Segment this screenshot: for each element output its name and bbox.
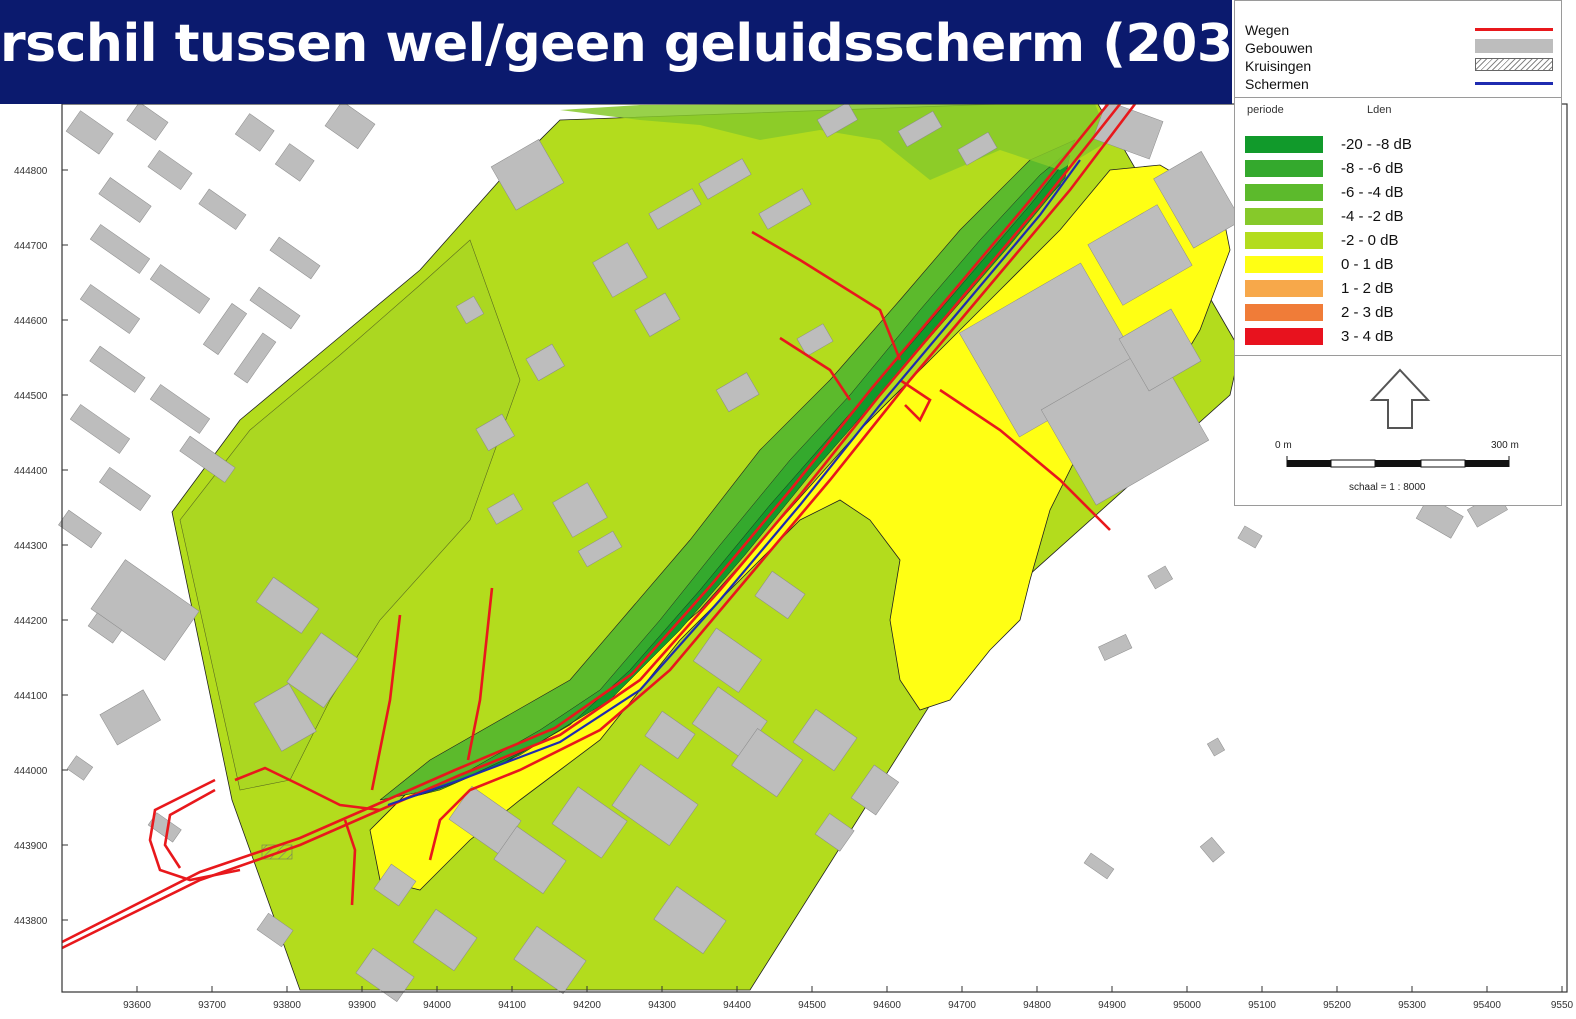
legend-swatch-schermen	[1475, 82, 1553, 85]
legend-swatch-kruisingen	[1475, 58, 1553, 71]
x-tick-label: 95200	[1323, 1000, 1351, 1011]
legend-label-gebouwen: Gebouwen	[1245, 40, 1313, 56]
legend-class-label: -2 - 0 dB	[1341, 232, 1399, 249]
legend-class-label: -8 - -6 dB	[1341, 160, 1404, 177]
x-tick-label: 93800	[273, 1000, 301, 1011]
map-frame	[61, 103, 1568, 993]
y-tick-label: 444400	[14, 466, 48, 477]
x-tick-label: 94000	[423, 1000, 451, 1011]
x-tick-label: 94900	[1098, 1000, 1126, 1011]
buildings-layer	[58, 100, 1508, 1002]
legend-label-kruisingen: Kruisingen	[1245, 58, 1312, 74]
y-tick-label: 443900	[14, 841, 48, 852]
y-tick-label: 443800	[14, 916, 48, 927]
y-tick-label: 444800	[14, 166, 48, 177]
legend-class-label: -20 - -8 dB	[1341, 136, 1412, 153]
x-tick-label: 9550	[1551, 1000, 1574, 1011]
y-tick-label: 444600	[14, 316, 48, 327]
scale-ratio-label: schaal = 1 : 8000	[1349, 482, 1426, 493]
legend-classes: periode Lden -20 - -8 dB -8 - -6 dB -6 - -…	[1234, 98, 1562, 356]
legend-north-scale: 0 m 300 m schaal = 1 : 8000	[1234, 356, 1562, 506]
page-title: rschil tussen wel/geen geluidsscherm (20…	[0, 14, 1292, 74]
legend-label-wegen: Wegen	[1245, 22, 1290, 38]
x-tick-label: 94700	[948, 1000, 976, 1011]
legend-class-swatch	[1245, 136, 1323, 153]
screens-layer	[387, 159, 1081, 807]
legend-class-swatch	[1245, 328, 1323, 345]
legend-header-periode: periode	[1247, 104, 1284, 116]
legend-class-swatch	[1245, 256, 1323, 273]
scalebar	[1286, 456, 1510, 468]
y-tick-label: 444700	[14, 241, 48, 252]
legend-class-label: 3 - 4 dB	[1341, 328, 1394, 345]
legend-class-swatch	[1245, 184, 1323, 201]
y-axis: 444800 444700 444600 444500 444400 444300 4442…	[14, 166, 68, 927]
x-tick-label: 95400	[1473, 1000, 1501, 1011]
legend-features: Wegen Gebouwen Kruisingen Schermen	[1234, 0, 1562, 98]
y-tick-label: 444300	[14, 541, 48, 552]
x-tick-label: 93700	[198, 1000, 226, 1011]
x-tick-label: 94800	[1023, 1000, 1051, 1011]
scalebar-end-label: 300 m	[1491, 440, 1519, 451]
contour-area-minus4-2-left	[179, 239, 521, 791]
legend-class-label: 2 - 3 dB	[1341, 304, 1394, 321]
legend-class-swatch	[1245, 304, 1323, 321]
legend-header-lden: Lden	[1367, 104, 1392, 116]
legend-class-swatch	[1245, 208, 1323, 225]
x-tick-label: 95100	[1248, 1000, 1276, 1011]
scalebar-start-label: 0 m	[1275, 440, 1292, 451]
title-bar: rschil tussen wel/geen geluidsscherm (20…	[0, 0, 1292, 104]
legend-label-schermen: Schermen	[1245, 76, 1309, 92]
legend-class-label: -6 - -4 dB	[1341, 184, 1404, 201]
y-tick-label: 444100	[14, 691, 48, 702]
x-tick-label: 95300	[1398, 1000, 1426, 1011]
y-tick-label: 444000	[14, 766, 48, 777]
y-tick-label: 444500	[14, 391, 48, 402]
x-tick-label: 94400	[723, 1000, 751, 1011]
legend-swatch-gebouwen	[1475, 39, 1553, 53]
legend-class-label: 1 - 2 dB	[1341, 280, 1394, 297]
x-tick-label: 94500	[798, 1000, 826, 1011]
legend-class-label: -4 - -2 dB	[1341, 208, 1404, 225]
contour-area-minus20-8	[419, 154, 1071, 796]
legend-class-swatch	[1245, 280, 1323, 297]
x-tick-label: 94300	[648, 1000, 676, 1011]
legend-class-swatch	[1245, 232, 1323, 249]
x-tick-label: 94200	[573, 1000, 601, 1011]
legend-swatch-wegen	[1475, 28, 1553, 31]
x-tick-label: 94100	[498, 1000, 526, 1011]
x-tick-label: 95000	[1173, 1000, 1201, 1011]
y-tick-label: 444200	[14, 616, 48, 627]
x-tick-label: 94600	[873, 1000, 901, 1011]
roads-layer	[61, 103, 1137, 950]
x-tick-label: 93600	[123, 1000, 151, 1011]
x-axis: 93600 93700 93800 93900 94000 94100 94200 94300…	[123, 986, 1574, 1011]
x-tick-label: 93900	[348, 1000, 376, 1011]
legend-class-swatch	[1245, 160, 1323, 177]
legend-class-label: 0 - 1 dB	[1341, 256, 1394, 273]
north-arrow-icon	[1369, 368, 1431, 429]
